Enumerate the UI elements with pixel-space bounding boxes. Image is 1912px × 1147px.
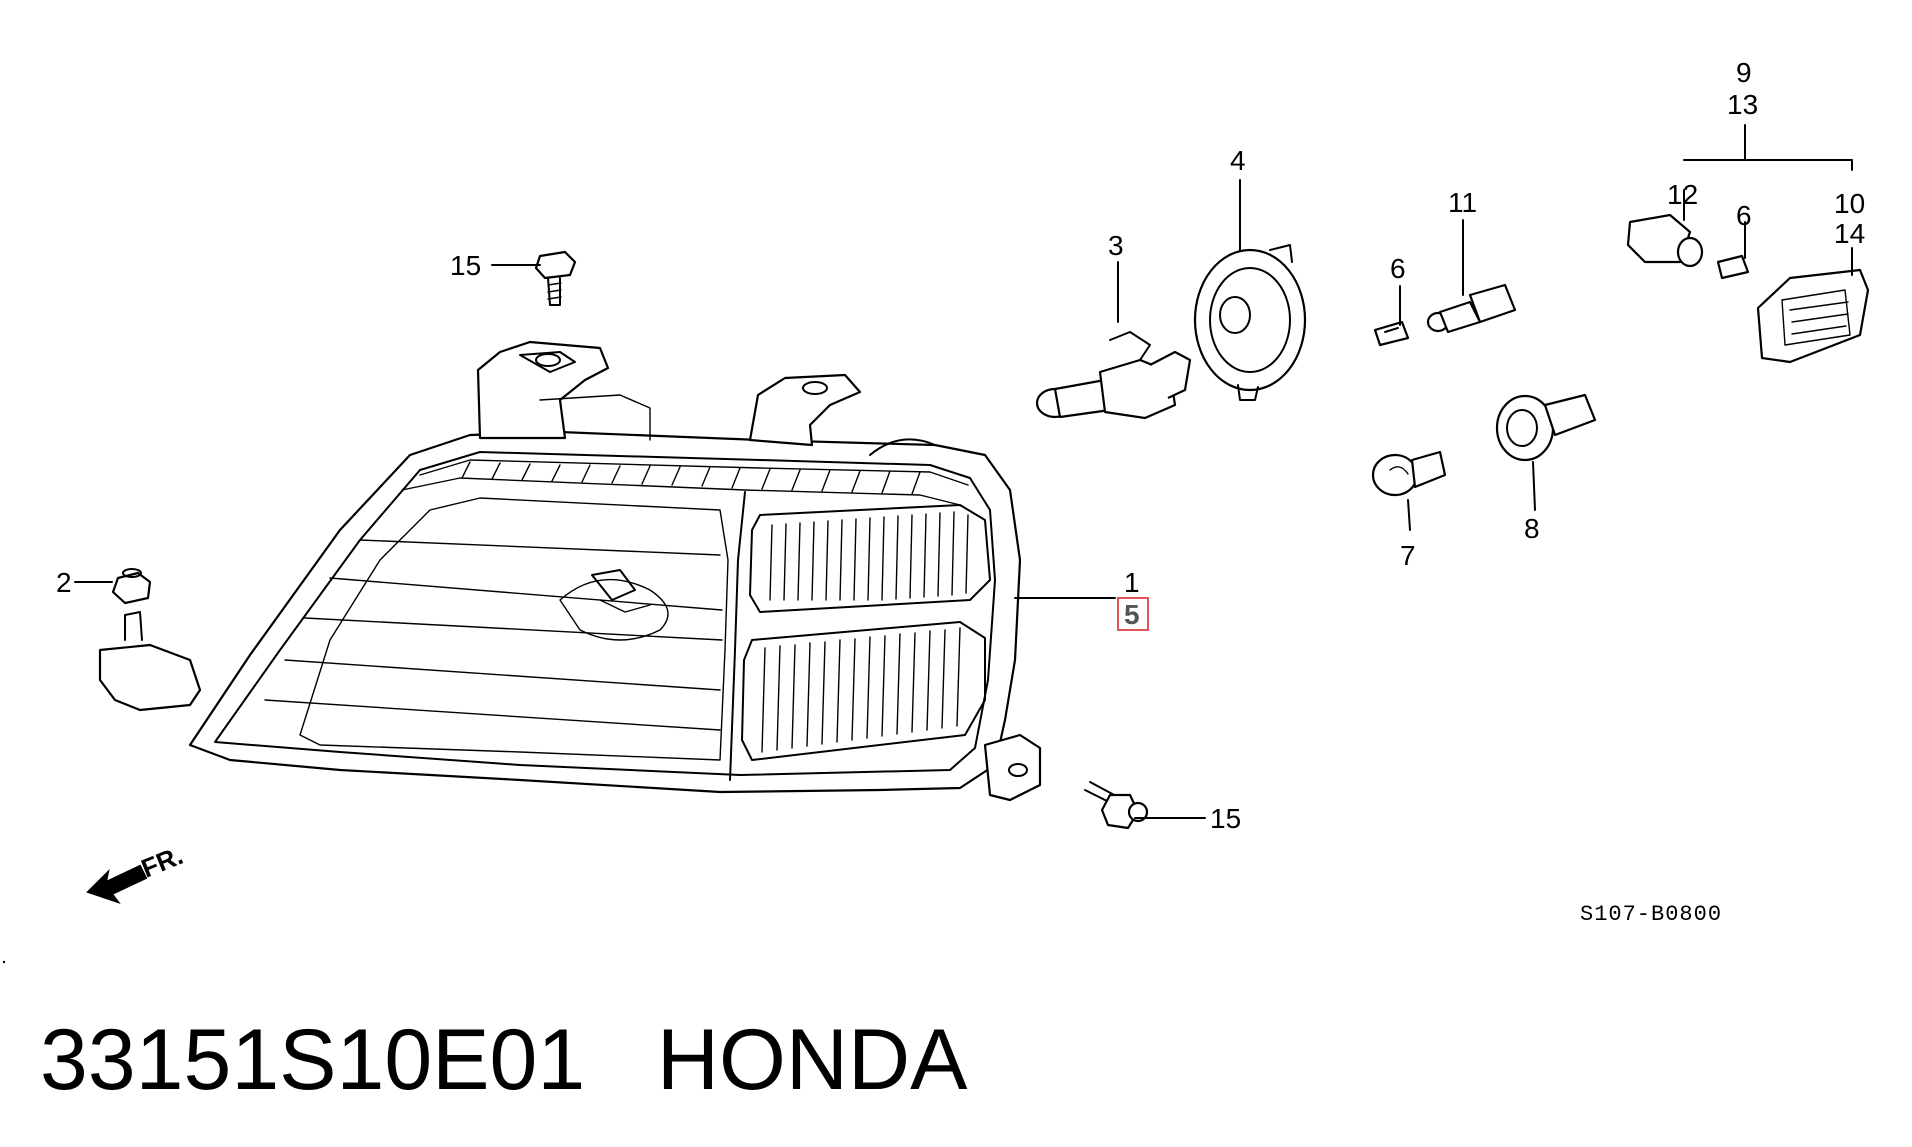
bulb-3 — [1035, 331, 1192, 420]
callout-5: 5 — [1124, 599, 1140, 630]
nut-2 — [111, 568, 152, 605]
callout-8: 8 — [1524, 513, 1540, 544]
callout-5-highlight-box — [1117, 597, 1149, 631]
part-number: 33151S10E01 — [40, 1012, 586, 1108]
callout-15-top: 15 — [450, 250, 481, 281]
callout-numbers: 15 2 15 3 4 6 11 7 8 1 5 9 13 12 6 10 14 — [56, 57, 1865, 834]
socket-cap-4 — [1193, 244, 1307, 401]
callout-6-left: 6 — [1390, 253, 1406, 284]
callout-7: 7 — [1400, 540, 1416, 571]
headlight-assembly — [98, 340, 1042, 802]
callout-3: 3 — [1108, 230, 1124, 261]
callout-12: 12 — [1667, 179, 1698, 210]
brand-name: HONDA — [656, 1012, 968, 1108]
bolt-15-bottom — [1084, 781, 1149, 830]
callout-10: 10 — [1834, 188, 1865, 219]
bulb-7 — [1371, 450, 1447, 497]
wedge-bulb-6-right — [1716, 254, 1750, 280]
callout-4: 4 — [1230, 145, 1246, 176]
side-marker-10-14 — [1756, 268, 1870, 364]
socket-11 — [1426, 283, 1517, 334]
callout-13: 13 — [1727, 89, 1758, 120]
callout-14: 14 — [1834, 218, 1865, 249]
callout-2: 2 — [56, 567, 72, 598]
callout-11: 11 — [1448, 187, 1477, 218]
front-direction-arrow: FR. — [86, 840, 187, 904]
socket-8 — [1495, 393, 1597, 462]
bolt-15-top — [534, 250, 577, 306]
socket-12 — [1626, 213, 1704, 268]
callout-6-right: 6 — [1736, 200, 1752, 231]
callout-15-bottom: 15 — [1210, 803, 1241, 834]
wedge-bulb-6-left — [1373, 320, 1410, 347]
part-caption: 33151S10E01 HONDA — [40, 1010, 967, 1110]
leader-lines — [74, 124, 1853, 819]
callout-9: 9 — [1736, 57, 1752, 88]
diagram-code: S107-B0800 — [1580, 902, 1722, 927]
stray-dot — [2, 960, 6, 964]
callout-1: 1 — [1124, 567, 1140, 598]
